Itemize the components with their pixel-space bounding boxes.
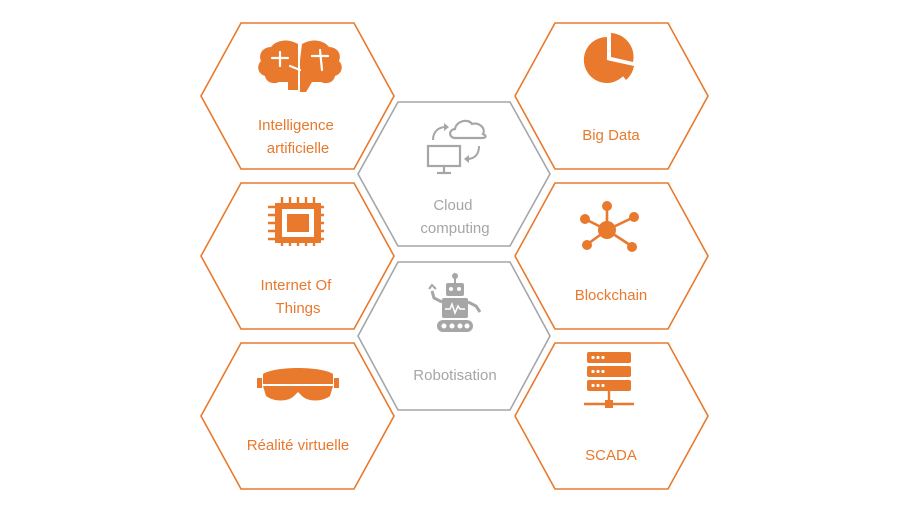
svg-text:Cloud computing: Cloud computing <box>420 197 489 237</box>
hex-label-line: Intelligence <box>258 117 334 134</box>
hex-scada: SCADA <box>514 342 709 490</box>
cloud-sync-icon <box>426 119 487 175</box>
hex-label-line: Cloud <box>433 197 472 214</box>
pie-chart-icon <box>583 33 634 83</box>
hex-big-data: Big Data <box>514 22 709 170</box>
hex-cloud-computing: Cloud computing <box>357 101 551 247</box>
brain-icon <box>258 40 342 92</box>
hex-label-line: Internet Of <box>260 277 332 294</box>
hex-label-line: Big Data <box>582 127 640 144</box>
svg-text:Blockchain: Blockchain <box>575 287 648 304</box>
hex-label-line: artificielle <box>267 140 330 157</box>
hex-label-line: Réalité virtuelle <box>247 437 350 454</box>
server-rack-icon <box>584 352 634 408</box>
vr-headset-icon <box>257 368 339 401</box>
svg-text:Big Data: Big Data <box>582 127 640 144</box>
hex-blockchain: Blockchain <box>514 182 709 330</box>
robot-icon <box>428 273 482 332</box>
hex-label-line: Robotisation <box>413 367 496 384</box>
hex-realite-virtuelle: Réalité virtuelle <box>200 342 395 490</box>
hex-label-line: SCADA <box>585 447 637 464</box>
chip-icon <box>268 197 324 246</box>
svg-text:Robotisation: Robotisation <box>413 367 496 384</box>
hex-label-line: Blockchain <box>575 287 648 304</box>
hex-label-line: Things <box>275 300 320 317</box>
svg-text:SCADA: SCADA <box>585 447 637 464</box>
hex-intelligence-artificielle: Intelligence artificielle <box>200 22 395 170</box>
svg-text:Réalité virtuelle: Réalité virtuelle <box>247 437 350 454</box>
hex-label-line: computing <box>420 220 489 237</box>
hex-robotisation: Robotisation <box>357 261 551 411</box>
hex-internet-of-things: Internet Of Things <box>200 182 395 330</box>
svg-text:Internet Of Things: Internet Of Things <box>260 277 335 317</box>
svg-text:Intelligence artificiell: Intelligence artificielle <box>258 117 338 157</box>
network-hub-icon <box>580 201 639 252</box>
